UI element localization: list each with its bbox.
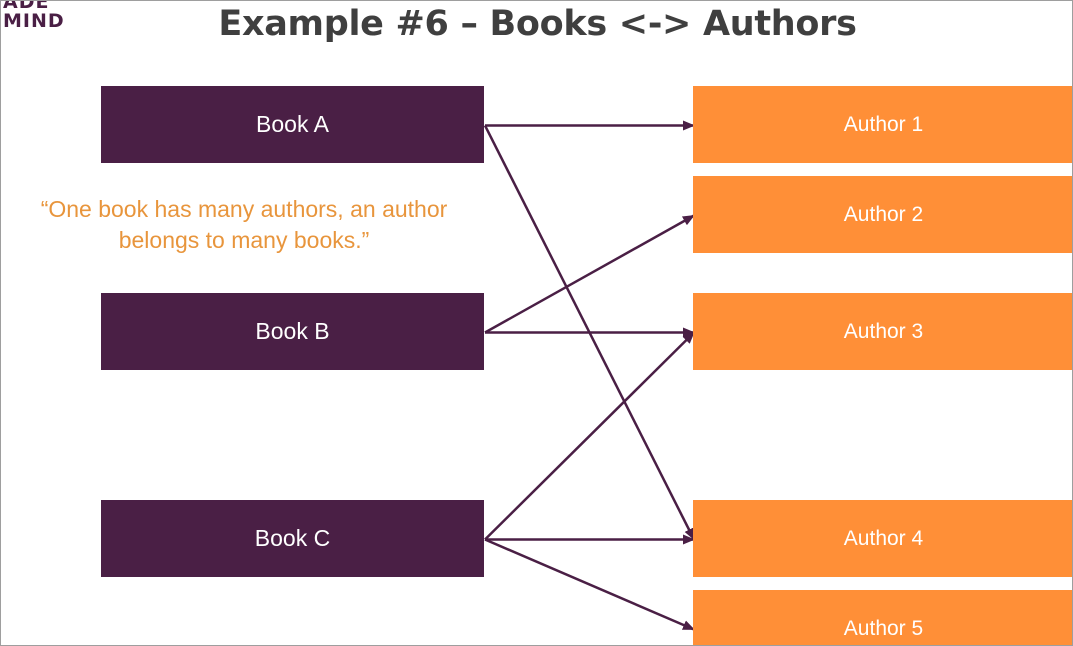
author-4-box: Author 4 (693, 500, 1072, 577)
author-2-box: Author 2 (693, 176, 1072, 253)
brand-logo: ADE MIND (3, 0, 65, 32)
relationship-quote: “One book has many authors, an author be… (1, 194, 487, 256)
arrow-book-c-to-author-3 (484, 331, 695, 541)
slide-title: Example #6 – Books <-> Authors (218, 4, 857, 44)
quote-line-1: “One book has many authors, an author (40, 196, 448, 222)
logo-line-1: ADE (3, 0, 50, 13)
logo-line-2: MIND (3, 10, 65, 32)
arrow-book-c-to-author-5 (484, 538, 695, 631)
book-a-box: Book A (101, 86, 484, 163)
quote-line-2: belongs to many books.” (118, 227, 370, 253)
author-1-box: Author 1 (693, 86, 1072, 163)
arrow-book-b-to-author-2 (484, 214, 695, 334)
book-c-box: Book C (101, 500, 484, 577)
author-3-box: Author 3 (693, 293, 1072, 370)
author-5-box: Author 5 (693, 590, 1072, 645)
book-b-box: Book B (101, 293, 484, 370)
